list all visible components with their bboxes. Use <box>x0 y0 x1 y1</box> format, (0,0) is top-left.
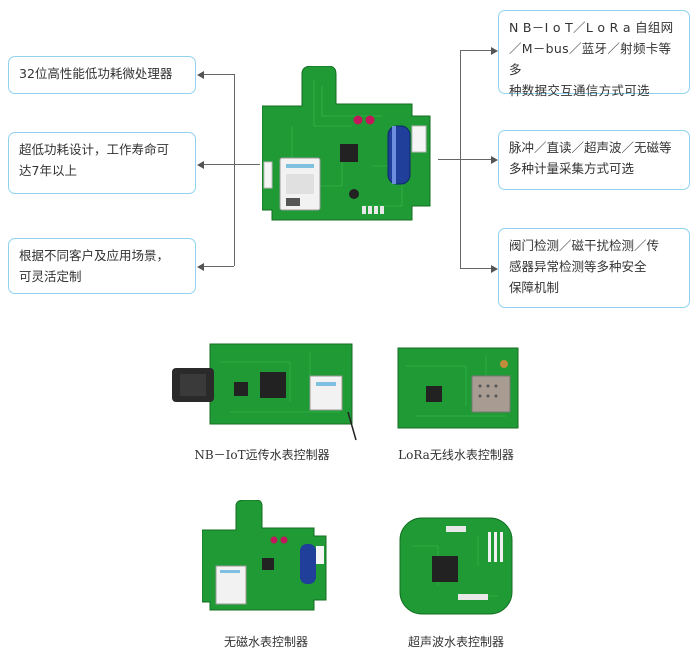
non-magnetic-board <box>202 500 327 611</box>
caption-lora: LoRa无线水表控制器 <box>398 448 514 462</box>
callout-low-power: 超低功耗设计，工作寿命可 达7年以上 <box>8 132 196 194</box>
arrow-left-1 <box>197 71 204 79</box>
arrow-right-2 <box>491 156 498 164</box>
callout-custom: 根据不同客户及应用场景， 可灵活定制 <box>8 238 196 294</box>
connector-right-h3 <box>460 268 491 269</box>
callout-safety-text: 阀门检测／磁干扰检测／传 感器异常检测等多种安全 保障机制 <box>509 238 660 295</box>
callout-mcu: 32位高性能低功耗微处理器 <box>8 56 196 94</box>
callout-custom-text: 根据不同客户及应用场景， 可灵活定制 <box>19 248 170 284</box>
connector-left-vertical <box>234 74 235 266</box>
nb-iot-board <box>172 343 357 441</box>
led-icon <box>353 115 363 125</box>
lora-board <box>397 347 519 429</box>
caption-non-magnetic: 无磁水表控制器 <box>223 635 308 649</box>
ultrasonic-board <box>399 517 513 615</box>
connector-left-h1 <box>202 74 234 75</box>
caption-ultrasonic: 超声波水表控制器 <box>407 635 504 649</box>
connector-left-h2 <box>202 164 260 165</box>
connector-right-h1 <box>460 50 491 51</box>
callout-metering-text: 脉冲／直读／超声波／无磁等 多种计量采集方式可选 <box>509 140 672 176</box>
arrow-right-3 <box>491 265 498 273</box>
connector-left-h3 <box>202 266 234 267</box>
callout-mcu-text: 32位高性能低功耗微处理器 <box>19 66 173 81</box>
arrow-right-1 <box>491 47 498 55</box>
callout-communication: N B－I o T／L o R a 自组网 ／M－bus／蓝牙／射频卡等多 种数… <box>498 10 690 98</box>
arrow-left-3 <box>197 263 204 271</box>
connector-right-h2 <box>438 159 491 160</box>
arrow-left-2 <box>197 161 204 169</box>
main-controller-board <box>262 66 431 221</box>
callout-metering: 脉冲／直读／超声波／无磁等 多种计量采集方式可选 <box>498 130 690 190</box>
callout-communication-text: N B－I o T／L o R a 自组网 ／M－bus／蓝牙／射频卡等多 种数… <box>509 20 674 98</box>
callout-low-power-text: 超低功耗设计，工作寿命可 达7年以上 <box>19 142 170 178</box>
callout-safety: 阀门检测／磁干扰检测／传 感器异常检测等多种安全 保障机制 <box>498 228 690 308</box>
caption-nb-iot: NB－IoT远传水表控制器 <box>194 448 330 462</box>
